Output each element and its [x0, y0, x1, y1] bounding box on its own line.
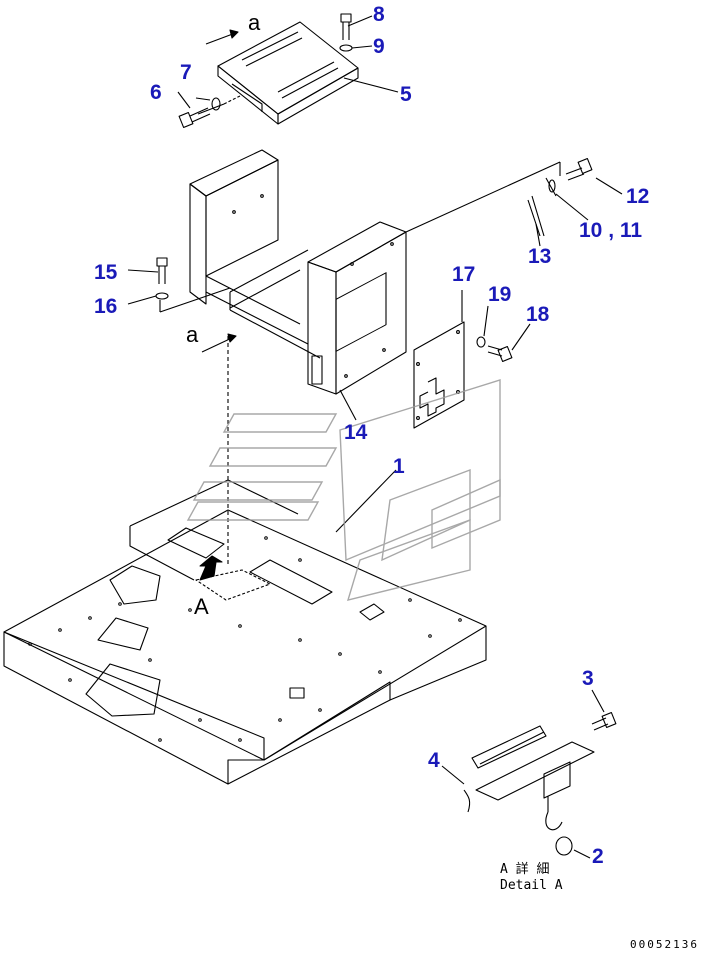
callout-12: 12: [626, 185, 650, 208]
main-frame-part-1: [3, 479, 487, 785]
pin-part-2: [545, 811, 573, 856]
view-ref-a-top: a: [248, 10, 261, 35]
detail-caption-jp: A 詳 細: [500, 862, 550, 877]
washer-part-9: [339, 44, 353, 52]
callout-5: 5: [400, 83, 412, 106]
callout-18: 18: [526, 303, 550, 326]
callout-16: 16: [94, 295, 118, 318]
callout-2: 2: [592, 845, 604, 868]
bolt-part-18: [487, 345, 513, 362]
washer-part-7: [211, 97, 221, 111]
pin-part-13: [527, 195, 545, 237]
callout-6: 6: [150, 81, 162, 104]
bolt-part-15: [156, 257, 168, 284]
callout-1: 1: [393, 455, 405, 478]
callout-19: 19: [488, 283, 512, 306]
callout-17: 17: [452, 263, 476, 286]
washer-part-16: [155, 292, 169, 300]
bolt-part-3: [591, 712, 617, 731]
plate-part-17: [413, 321, 465, 429]
callout-8: 8: [373, 3, 385, 26]
callout-3: 3: [582, 667, 594, 690]
cover-plate-part-5: [217, 21, 359, 125]
document-number: 00052136: [630, 938, 699, 951]
bolt-part-6: [178, 107, 211, 128]
pin-part-10-11: [545, 177, 557, 197]
callout-9: 9: [373, 35, 385, 58]
view-ref-A: A: [194, 594, 209, 619]
callout-7: 7: [180, 61, 192, 84]
detail-caption-en: Detail A: [500, 878, 563, 893]
callout-15: 15: [94, 261, 118, 284]
callout-10-11: 10 , 11: [579, 219, 643, 242]
bolt-part-8: [340, 13, 352, 40]
view-arrow-a-top: [205, 29, 239, 45]
bolt-part-12: [565, 158, 593, 181]
watermark-logo: [186, 379, 501, 601]
hinge-detail-A: [471, 725, 595, 812]
callout-13: 13: [528, 245, 552, 268]
view-ref-a-mid: a: [186, 322, 199, 347]
view-arrow-A: [199, 555, 223, 581]
pin-part-4: [463, 789, 471, 813]
callout-14: 14: [344, 421, 368, 444]
cab-stand-part-14: [189, 149, 407, 395]
view-arrow-a-mid: [201, 333, 237, 353]
callout-4: 4: [428, 749, 440, 772]
washer-part-19: [476, 336, 486, 348]
